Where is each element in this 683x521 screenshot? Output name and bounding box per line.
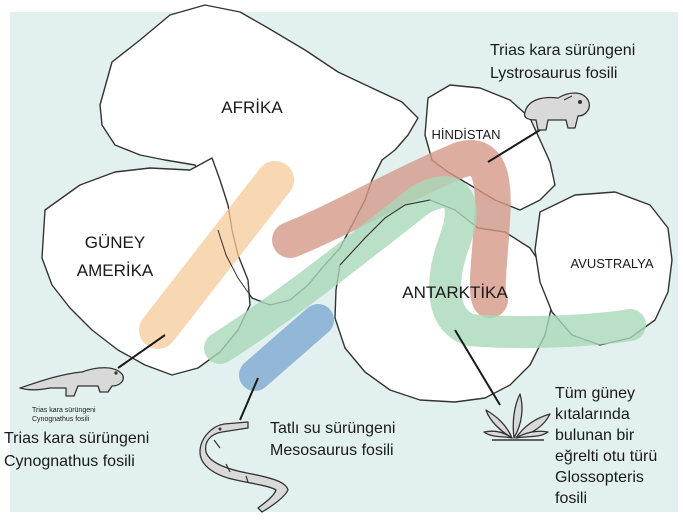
south-america-landmass — [41, 157, 251, 376]
cynognathus-label-line1: Trias kara sürüngeni — [4, 430, 149, 447]
lystrosaurus-icon — [523, 92, 590, 131]
glossopteris-label-line6: fosili — [555, 490, 587, 507]
glossopteris-label-line1: Tüm güney — [555, 385, 635, 402]
cynognathus-icon — [19, 367, 124, 397]
glossopteris-label-line5: Glossopteris — [555, 469, 644, 486]
glossopteris-icon — [483, 393, 551, 441]
cynognathus-small-label-line1: Trias kara sürüngeni — [32, 407, 96, 414]
glossopteris-leader-line — [454, 329, 501, 406]
glossopteris-label-line3: bulunan bir — [555, 427, 635, 444]
lystrosaurus-distribution-band — [272, 140, 511, 318]
mesosaurus-distribution-band — [239, 304, 334, 391]
cynognathus-small-label-line2: Cynognathus fosili — [32, 416, 90, 423]
cynognathus-label-line2: Cynognathus fosili — [4, 453, 135, 470]
glossopteris-label-line2: kıtalarında — [555, 406, 630, 423]
antarctica-label: ANTARKTİKA — [402, 283, 508, 302]
south-america-label-line2: AMERİKA — [77, 261, 154, 280]
africa-label: AFRİKA — [221, 98, 283, 117]
mesosaurus-icon — [199, 421, 289, 513]
africa-outline-overlay — [217, 229, 253, 299]
cynognathus-distribution-band — [139, 161, 294, 349]
lystrosaurus-leader-line — [487, 129, 541, 163]
mesosaurus-leader-line — [239, 377, 259, 421]
cynognathus-leader-line — [117, 334, 166, 369]
lystrosaurus-label-line1: Trias kara sürüngeni — [490, 42, 635, 59]
india-label: HİNDİSTAN — [431, 127, 500, 142]
lystrosaurus-label-line2: Lystrosaurus fosili — [490, 65, 617, 82]
mesosaurus-label-line1: Tatlı su sürüngeni — [270, 420, 395, 437]
antarctica-outline-overlay — [339, 199, 431, 266]
glossopteris-distribution-band — [204, 176, 646, 364]
australia-label: AVUSTRALYA — [570, 256, 653, 271]
south-america-label-line1: GÜNEY — [85, 233, 145, 252]
australia-landmass — [534, 191, 673, 346]
mesosaurus-label-line2: Mesosaurus fosili — [270, 442, 394, 459]
glossopteris-label-line4: eğrelti otu türü — [555, 448, 657, 465]
